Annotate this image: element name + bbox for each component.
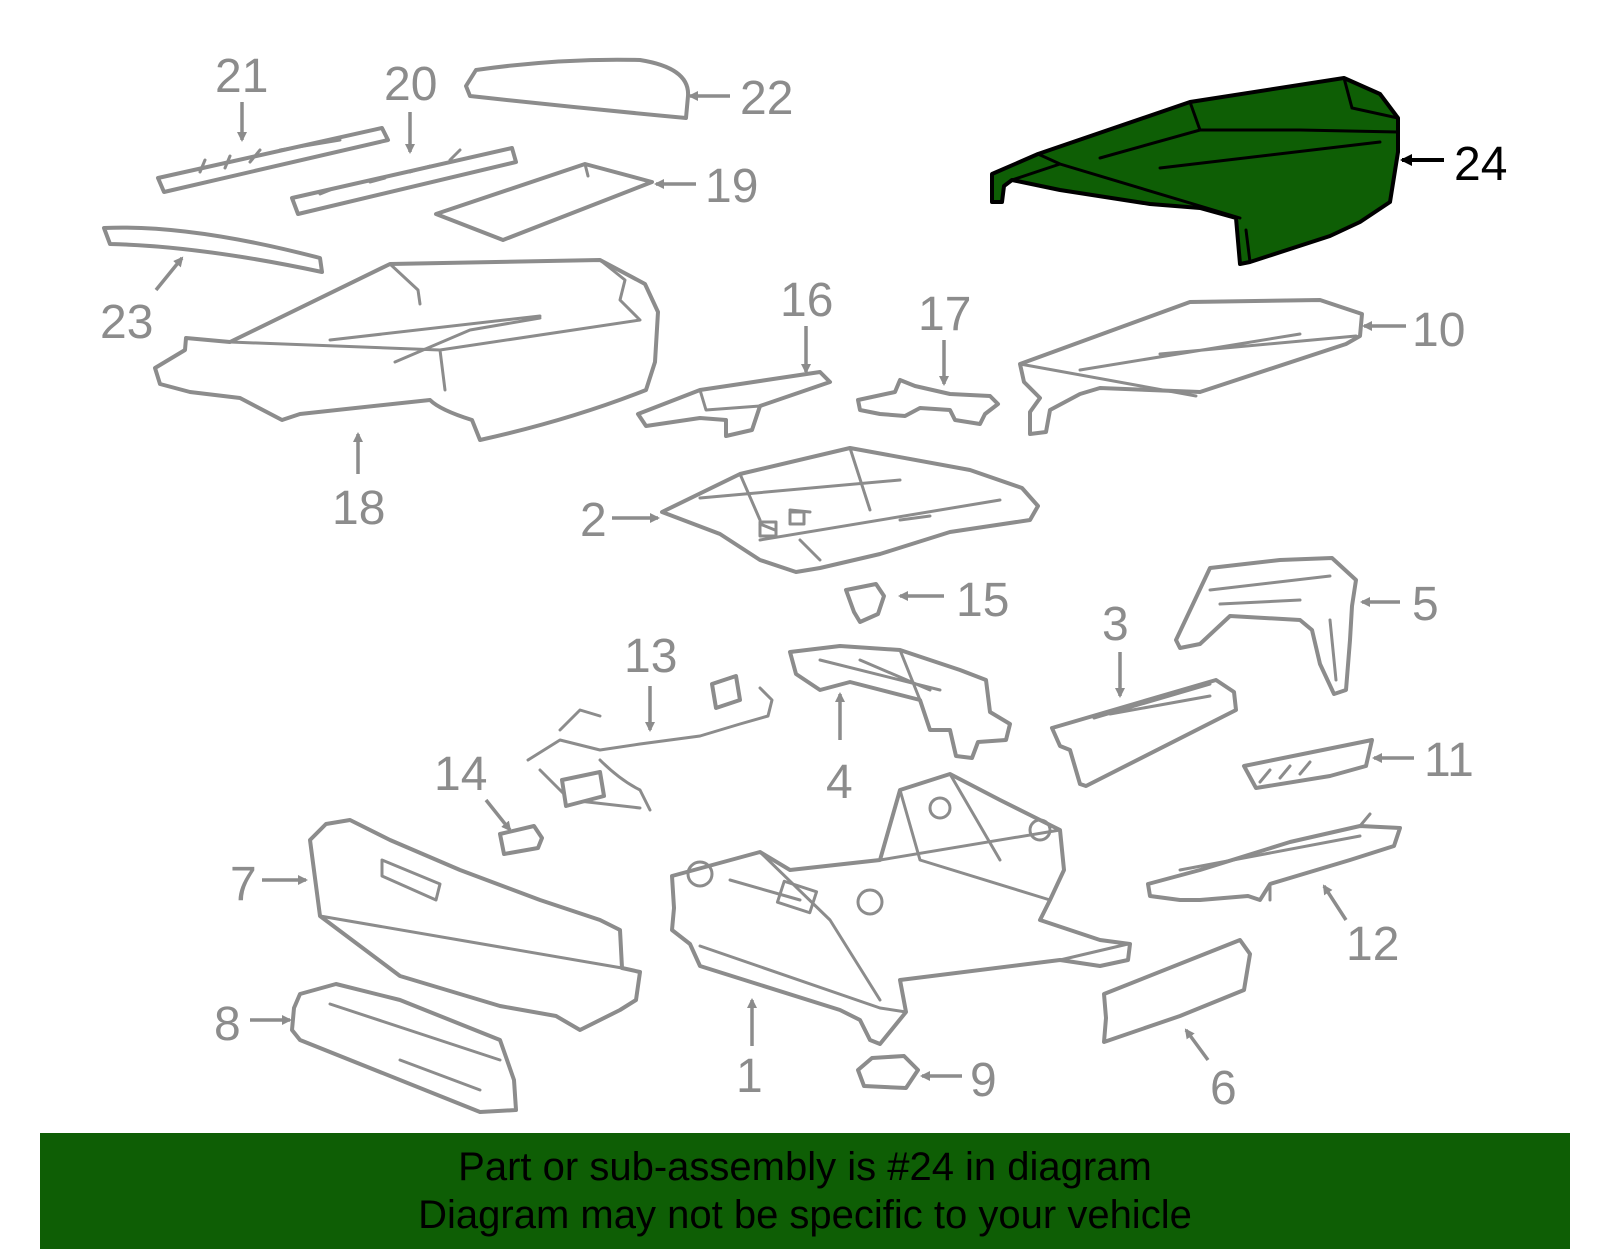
callout-20[interactable]: 20 <box>384 58 437 154</box>
callout-label-1: 1 <box>736 1050 763 1103</box>
callout-8[interactable]: 8 <box>214 998 292 1051</box>
part-5-shield[interactable] <box>1174 556 1358 696</box>
part-15-bracket[interactable] <box>844 582 886 624</box>
part-3-module[interactable] <box>1050 678 1238 788</box>
callout-3[interactable]: 3 <box>1102 598 1129 698</box>
part-21-heater-pad[interactable] <box>156 126 390 194</box>
callout-18[interactable]: 18 <box>332 432 385 535</box>
part-14-plug[interactable] <box>498 824 544 856</box>
callout-label-13: 13 <box>624 630 677 683</box>
callout-label-10: 10 <box>1412 304 1465 357</box>
callout-11[interactable]: 11 <box>1372 734 1474 787</box>
part-17-clip[interactable] <box>856 378 1000 426</box>
part-7-side-cover[interactable] <box>308 818 642 1032</box>
part-12-track-bracket[interactable] <box>1146 812 1402 902</box>
callout-10[interactable]: 10 <box>1362 304 1465 357</box>
callout-label-3: 3 <box>1102 598 1129 651</box>
callout-label-7: 7 <box>230 858 257 911</box>
callout-21[interactable]: 21 <box>215 50 268 142</box>
callout-label-6: 6 <box>1210 1062 1237 1115</box>
callout-label-9: 9 <box>970 1054 997 1107</box>
callout-label-19: 19 <box>705 160 758 213</box>
callout-label-14: 14 <box>434 748 487 801</box>
part-23-strip[interactable] <box>102 225 324 274</box>
callout-label-15: 15 <box>956 574 1009 627</box>
callout-label-11: 11 <box>1424 734 1474 787</box>
callout-label-22: 22 <box>740 72 793 125</box>
callout-5[interactable]: 5 <box>1360 578 1439 631</box>
callout-24[interactable]: 24 <box>1400 138 1507 191</box>
callout-2[interactable]: 2 <box>580 494 660 547</box>
callout-13[interactable]: 13 <box>624 630 677 732</box>
part-10-panel[interactable] <box>1018 298 1364 436</box>
callout-4[interactable]: 4 <box>826 692 853 809</box>
callout-17[interactable]: 17 <box>918 288 971 386</box>
part-8-trim-panel[interactable] <box>290 982 518 1114</box>
part-11-module[interactable] <box>1242 738 1374 790</box>
part-18-cushion-pad[interactable] <box>153 258 660 442</box>
part-13-harness[interactable] <box>526 674 774 812</box>
callout-label-4: 4 <box>826 756 853 809</box>
part-20-heater-pad[interactable] <box>290 146 518 216</box>
part-2-seat-pan[interactable] <box>660 446 1040 574</box>
callout-label-24: 24 <box>1454 138 1507 191</box>
callout-7[interactable]: 7 <box>230 858 308 911</box>
callout-16[interactable]: 16 <box>780 274 833 374</box>
part-6-trim-cover[interactable] <box>1102 938 1252 1044</box>
part-16-bracket[interactable] <box>636 370 832 438</box>
part-19-pad[interactable] <box>434 162 654 242</box>
callout-label-5: 5 <box>1412 578 1439 631</box>
part-1-adjuster[interactable] <box>670 772 1132 1046</box>
part-22-pad[interactable] <box>464 57 691 120</box>
callout-label-2: 2 <box>580 494 607 547</box>
callout-23[interactable]: 23 <box>100 256 184 349</box>
callout-22[interactable]: 22 <box>688 72 793 125</box>
callout-6[interactable]: 6 <box>1184 1028 1237 1115</box>
callout-label-16: 16 <box>780 274 833 327</box>
callout-14[interactable]: 14 <box>434 748 512 832</box>
callout-label-21: 21 <box>215 50 268 103</box>
banner-line-disclaimer: Diagram may not be specific to your vehi… <box>418 1193 1192 1237</box>
callout-label-8: 8 <box>214 998 241 1051</box>
part-9-clip[interactable] <box>856 1054 920 1090</box>
info-banner: Part or sub-assembly is #24 in diagram D… <box>40 1133 1570 1249</box>
part-4-frame[interactable] <box>788 644 1012 760</box>
parts-diagram: 21 20 22 19 23 18 <box>100 50 1507 1115</box>
callout-19[interactable]: 19 <box>654 160 758 213</box>
callout-1[interactable]: 1 <box>736 998 763 1103</box>
callout-label-23: 23 <box>100 296 153 349</box>
callout-15[interactable]: 15 <box>898 574 1009 627</box>
callout-9[interactable]: 9 <box>920 1054 997 1107</box>
callout-12[interactable]: 12 <box>1322 884 1399 971</box>
callout-label-20: 20 <box>384 58 437 111</box>
callout-label-12: 12 <box>1346 918 1399 971</box>
banner-line-part: Part or sub-assembly is #24 in diagram <box>458 1145 1152 1189</box>
callout-label-17: 17 <box>918 288 971 341</box>
part-24-cushion-cover[interactable] <box>990 76 1400 266</box>
callout-label-18: 18 <box>332 482 385 535</box>
